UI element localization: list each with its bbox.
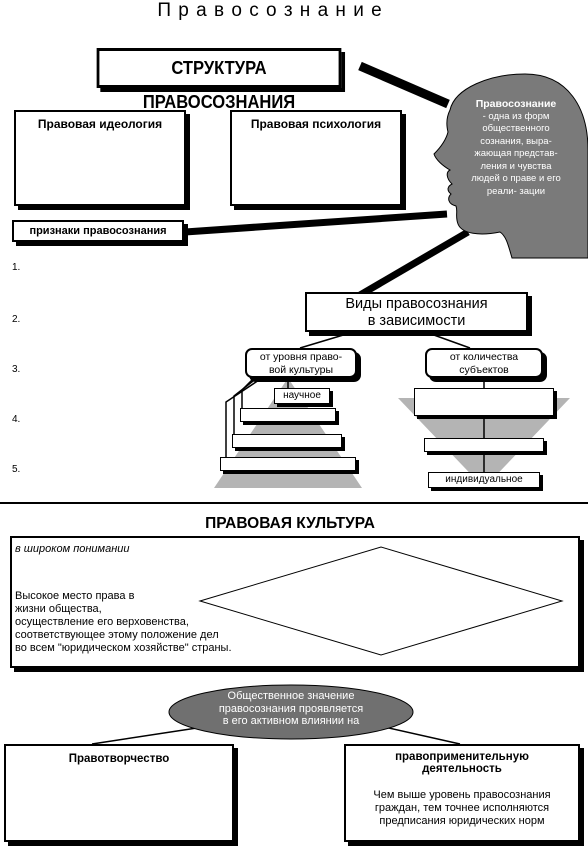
psychology-box: Правовая психология — [230, 110, 402, 206]
enforcement-note: Чем выше уровень правосознания граждан, … — [346, 789, 578, 828]
legal-culture-title: ПРАВОВАЯ КУЛЬТУРА — [205, 515, 375, 532]
by-level-line2: вой культуры — [268, 363, 334, 376]
types-title-box: Виды правосознания в зависимости — [305, 292, 528, 332]
signs-number-1: 1. — [12, 262, 21, 273]
definition-term: Правосознание — [475, 98, 557, 110]
structure-title: СТРУКТУРА ПРАВОСОЗНАНИЯ — [96, 48, 342, 112]
by-subjects-line2: субъектов — [459, 363, 509, 376]
by-subjects-box: от количества субъектов — [425, 348, 543, 378]
definition-line: во всем "юридическом хозяйстве" страны. — [15, 642, 232, 654]
legal-culture-definition: Высокое место права в жизни общества, ос… — [15, 590, 232, 655]
signs-number-5: 5. — [12, 464, 21, 475]
broad-understanding-label: в широком понимании — [15, 543, 130, 555]
culture-tier-2 — [240, 408, 336, 422]
significance-line: Общественное значение — [227, 690, 355, 702]
significance-line: в его активном влиянии на — [222, 715, 360, 727]
definition-body: - одна из форм общественного сознания, в… — [471, 110, 561, 197]
significance-line: правосознания проявляется — [218, 702, 364, 715]
signs-box: признаки правосознания — [12, 220, 184, 242]
definition-text: Правосознание - одна из форм общественно… — [466, 98, 566, 198]
culture-tier-4 — [220, 457, 356, 471]
by-level-line1: от уровня право- — [259, 351, 343, 363]
ideology-label: Правовая идеология — [37, 117, 163, 131]
signs-number-2: 2. — [12, 314, 21, 325]
signs-to-head-connector — [184, 210, 448, 236]
types-title-line2: в зависимости — [367, 313, 466, 329]
definition-line: жизни общества, — [15, 603, 102, 615]
individual-label: индивидуальное — [445, 474, 523, 485]
enforcement-note-line: предписания юридических норм — [379, 815, 545, 827]
signs-number-4: 4. — [12, 414, 21, 425]
signs-number-3: 3. — [12, 364, 21, 375]
enforcement-box: правоприменительную деятельность Чем выш… — [344, 744, 580, 842]
scientific-label: научное — [283, 390, 321, 401]
definition-line: соответствующее этому положение дел — [15, 629, 219, 641]
definition-line: Высокое место права в — [15, 590, 135, 602]
head-to-types-connector — [358, 228, 470, 299]
enforcement-note-line: граждан, тем точнее исполняются — [374, 802, 550, 814]
individual-tier: индивидуальное — [428, 472, 540, 488]
enforcement-line1: правоприменительную — [395, 751, 529, 763]
types-title-line1: Виды правосознания — [345, 296, 488, 312]
significance-oval — [168, 684, 414, 740]
by-level-box: от уровня право- вой культуры — [245, 348, 357, 378]
legal-culture-box: в широком понимании Высокое место права … — [10, 536, 580, 668]
by-subjects-line1: от количества — [449, 351, 519, 363]
subjects-tier-2 — [424, 438, 544, 452]
culture-diamond — [198, 546, 564, 656]
scientific-tier: научное — [274, 388, 330, 404]
signs-label: признаки правосознания — [29, 225, 167, 237]
lawmaking-box: Правотворчество — [4, 744, 234, 842]
lawmaking-label: Правотворчество — [68, 753, 170, 765]
subjects-tier-1 — [414, 388, 554, 416]
page-title: П р а в о с о з н а н и е — [157, 0, 383, 21]
culture-tier-3 — [232, 434, 342, 448]
ideology-box: Правовая идеология — [14, 110, 186, 206]
significance-text: Общественное значение правосознания проя… — [181, 690, 401, 728]
enforcement-note-line: Чем выше уровень правосознания — [373, 789, 551, 801]
head-silhouette — [433, 73, 588, 259]
structure-title-text: СТРУКТУРА ПРАВОСОЗНАНИЯ — [142, 58, 296, 112]
psychology-label: Правовая психология — [250, 117, 382, 131]
enforcement-line2: деятельность — [422, 763, 502, 775]
title-to-head-connector — [358, 61, 450, 109]
definition-line: осуществление его верховенства, — [15, 616, 189, 628]
